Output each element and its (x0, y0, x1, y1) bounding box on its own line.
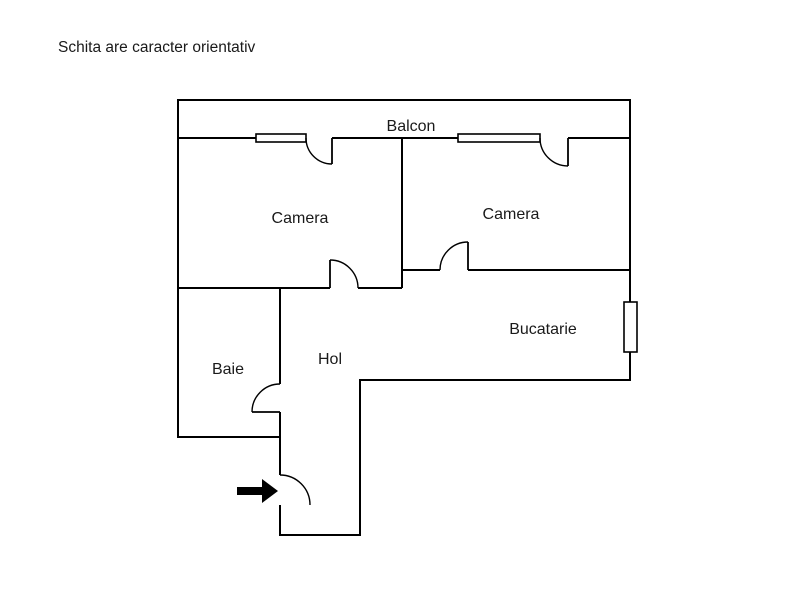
entrance-door (279, 474, 311, 506)
door-hol-baie (251, 383, 281, 413)
door-arc (329, 259, 359, 289)
door-arc (539, 137, 569, 167)
door-arc (305, 137, 333, 165)
entrance-arrow-icon (237, 479, 278, 503)
room-label-baie: Baie (212, 361, 244, 378)
door-balcon-camera-right (539, 137, 569, 167)
room-label-bucatarie: Bucatarie (509, 321, 577, 338)
outer-walls (177, 99, 631, 536)
room-label-camera-right: Camera (483, 206, 540, 223)
room-label-camera-left: Camera (272, 210, 329, 227)
door-arc (251, 383, 281, 413)
room-label-balcon: Balcon (387, 118, 436, 135)
window-bucatarie (623, 301, 638, 353)
door-arc (439, 241, 469, 271)
window-camera-left (255, 133, 307, 143)
door-balcon-camera-left (305, 137, 333, 165)
door-arc (279, 474, 311, 506)
door-hol-camera-left (329, 259, 359, 289)
door-bucatarie-camera-right (439, 241, 469, 271)
disclaimer-title: Schita are caracter orientativ (58, 39, 256, 56)
room-label-hol: Hol (318, 351, 342, 368)
window-camera-right (457, 133, 541, 143)
